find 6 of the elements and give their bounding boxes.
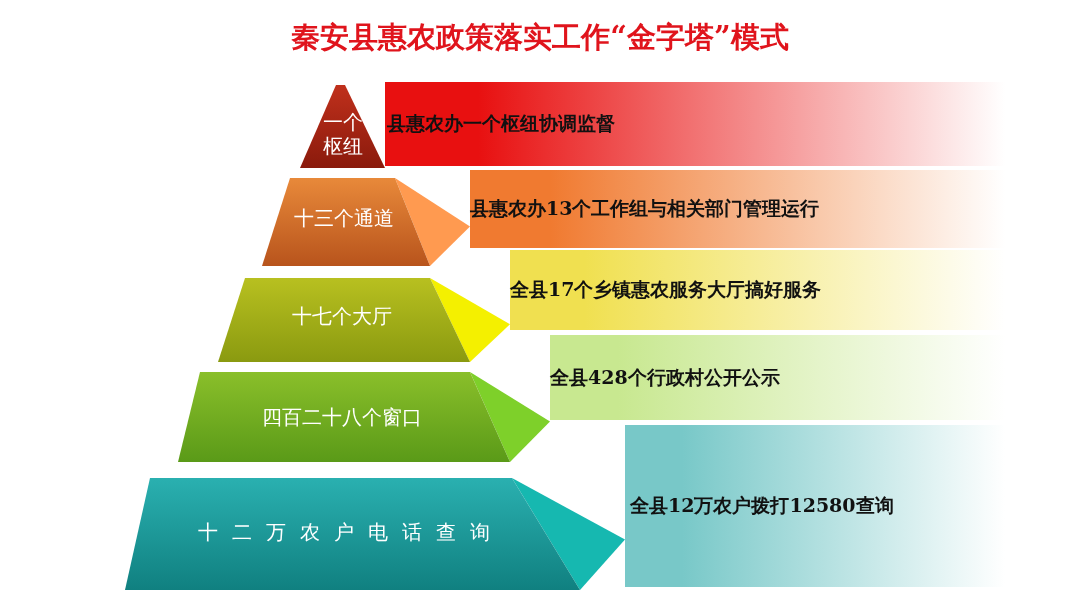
level-label: 一个枢纽 xyxy=(322,109,363,158)
level-label: 十二万农户电话查询 xyxy=(196,519,505,544)
level-label: 十七个大厅 xyxy=(291,303,393,328)
level-label: 十三个通道 xyxy=(293,205,395,230)
title: 秦安县惠农政策落实工作“金字塔”模式 xyxy=(290,19,790,56)
level-label: 四百二十八个窗口 xyxy=(261,405,423,429)
